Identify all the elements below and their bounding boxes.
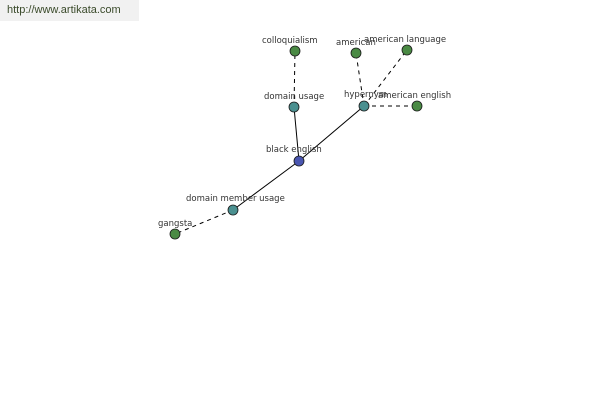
- node-label-hypernym[interactable]: hypernym: [344, 90, 387, 100]
- node-black-english[interactable]: [293, 155, 305, 167]
- node-label-domain-member-usage[interactable]: domain member usage: [186, 194, 285, 204]
- edge-black-english-to-hypernym: [298, 105, 365, 162]
- edge-domain-member-usage-to-gangsta: [174, 209, 234, 235]
- edge-hypernym-to-american: [355, 52, 365, 107]
- graph-edges: [174, 49, 417, 235]
- node-label-colloquialism[interactable]: colloquialism: [262, 36, 318, 46]
- node-domain-member-usage[interactable]: [227, 204, 239, 216]
- graph-nodes: [169, 44, 423, 240]
- edge-black-english-to-domain-member-usage: [232, 160, 300, 211]
- node-label-american-language[interactable]: american language: [364, 35, 446, 45]
- node-label-gangsta[interactable]: gangsta: [158, 219, 192, 229]
- edge-hypernym-to-american-language: [363, 49, 408, 107]
- node-label-american-english[interactable]: american english: [378, 91, 451, 101]
- node-domain-usage[interactable]: [288, 101, 300, 113]
- site-url-banner[interactable]: http://www.artikata.com: [0, 0, 139, 21]
- node-american-english[interactable]: [411, 100, 423, 112]
- node-gangsta[interactable]: [169, 228, 181, 240]
- node-label-black-english[interactable]: black english: [266, 145, 322, 155]
- node-label-american[interactable]: american: [336, 38, 376, 48]
- edge-black-english-to-domain-usage: [293, 106, 300, 162]
- node-hypernym[interactable]: [358, 100, 370, 112]
- node-label-domain-usage[interactable]: domain usage: [264, 92, 324, 102]
- node-american-language[interactable]: [401, 44, 413, 56]
- node-colloquialism[interactable]: [289, 45, 301, 57]
- graph-labels: black english domain usage hypernym domain …: [158, 35, 451, 229]
- node-american[interactable]: [350, 47, 362, 59]
- edge-domain-usage-to-colloquialism: [293, 50, 296, 108]
